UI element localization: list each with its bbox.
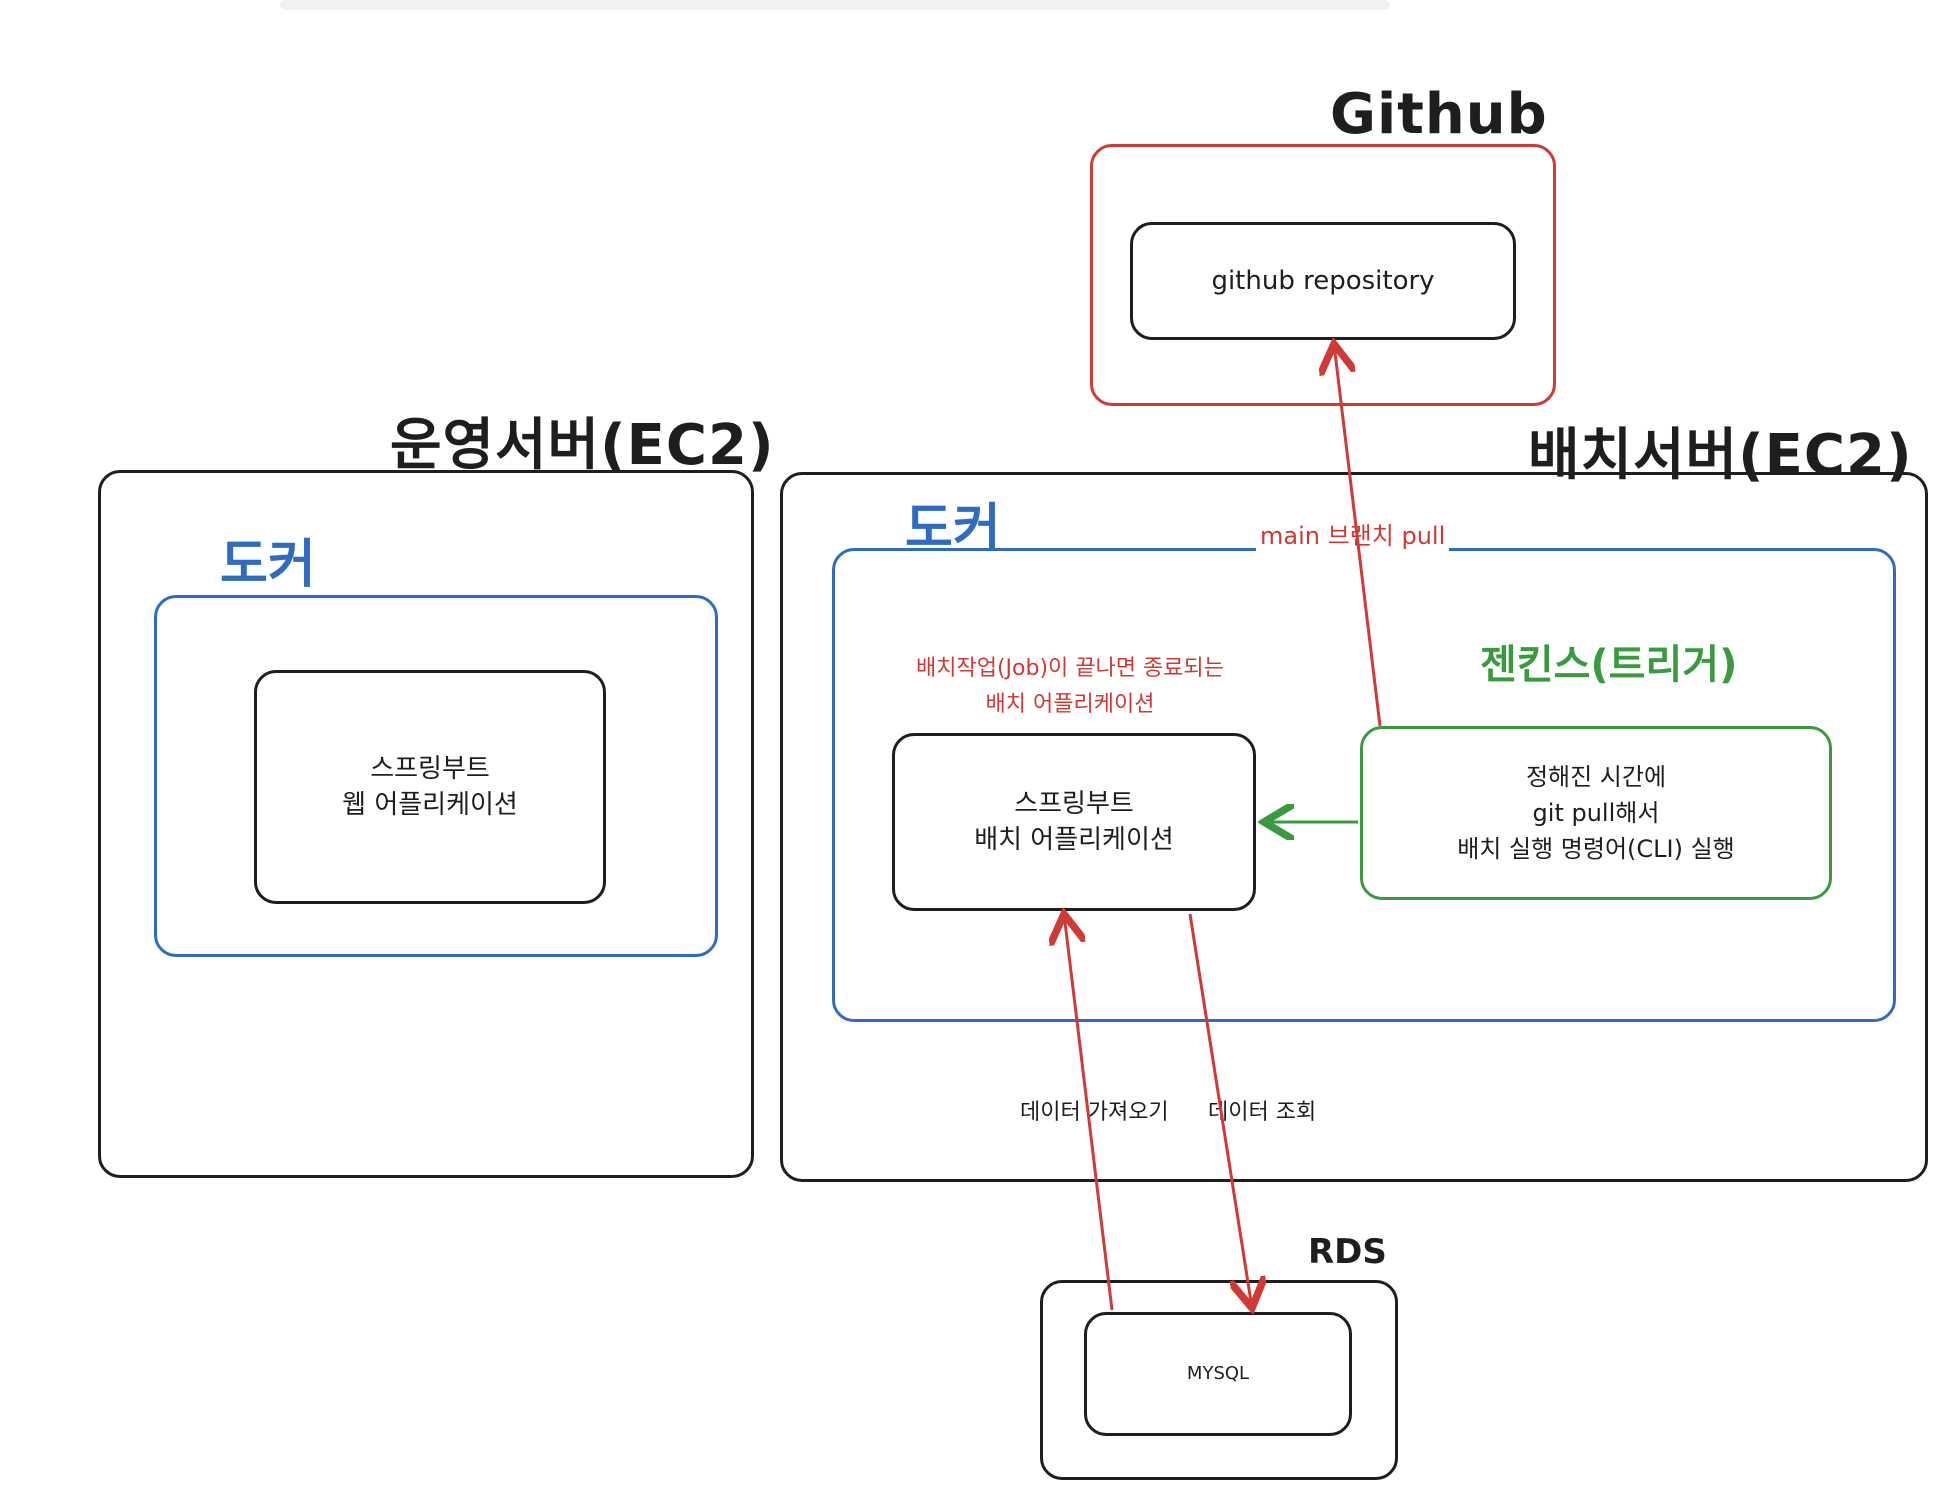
jenkins-title: 젠킨스(트리거) xyxy=(1480,642,1738,688)
query-edge-label: 데이터 조회 xyxy=(1204,1094,1321,1126)
batch-note-text: 배치작업(Job)이 끝나면 종료되는 배치 어플리케이션 xyxy=(916,656,1224,717)
jenkins-label: 정해진 시간에 git pull해서 배치 실행 명령어(CLI) 실행 xyxy=(1457,763,1735,863)
fetch-arrow xyxy=(1064,914,1114,1311)
fetch-edge-label: 데이터 가져오기 xyxy=(1016,1094,1173,1126)
rds-container xyxy=(1040,1280,1398,1480)
mysql-label: MYSQL xyxy=(1186,1363,1250,1384)
github-title: Github xyxy=(1330,82,1548,147)
web-app-box[interactable]: 스프링부트 웹 어플리케이션 xyxy=(254,670,606,904)
batch-server-container xyxy=(780,472,1928,1182)
jenkins-box[interactable]: 정해진 시간에 git pull해서 배치 실행 명령어(CLI) 실행 xyxy=(1360,726,1832,900)
batch-note: 배치작업(Job)이 끝나면 종료되는 배치 어플리케이션 xyxy=(860,648,1280,726)
query-arrow xyxy=(1188,913,1252,1308)
prod-docker-label: 도커 xyxy=(220,535,316,595)
rds-title: RDS xyxy=(1308,1232,1387,1272)
prod-server-title: 운영서버(EC2) xyxy=(390,413,775,478)
github-repository-label: github repository xyxy=(1211,266,1435,296)
github-container xyxy=(1090,144,1556,406)
mysql-box[interactable]: MYSQL xyxy=(1084,1312,1352,1436)
prod-server-container xyxy=(98,470,754,1178)
batch-app-label: 스프링부트 배치 어플리케이션 xyxy=(974,789,1174,855)
batch-server-title: 배치서버(EC2) xyxy=(1528,423,1913,488)
top-scrollbar xyxy=(280,0,1390,10)
pull-arrow xyxy=(1334,344,1382,727)
pull-edge-label: main 브랜치 pull xyxy=(1256,516,1450,551)
prod-docker-container xyxy=(154,595,718,957)
web-app-label: 스프링부트 웹 어플리케이션 xyxy=(342,754,518,820)
